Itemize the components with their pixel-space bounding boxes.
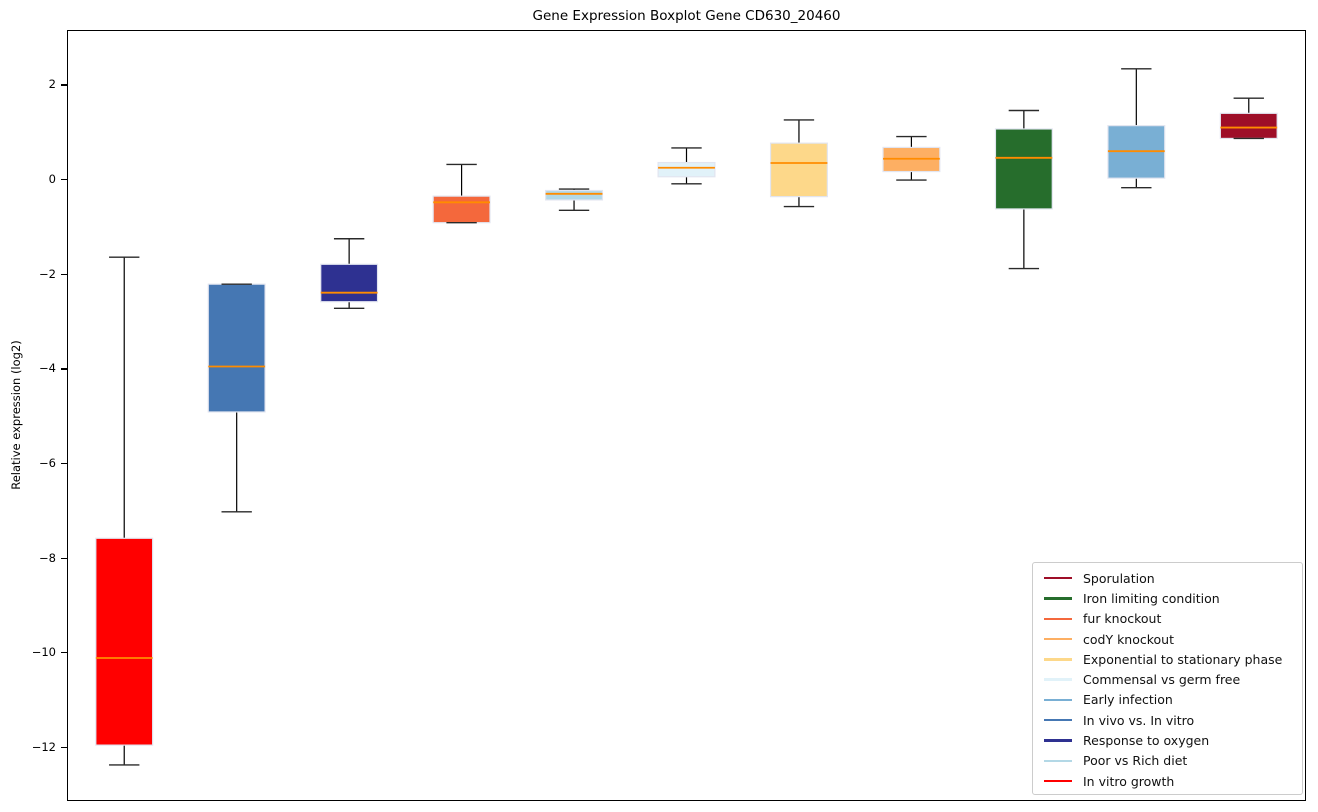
legend-swatch [1044, 678, 1072, 681]
legend-label: In vivo vs. In vitro [1083, 712, 1195, 728]
box-group-poor-vs-rich-diet [545, 188, 604, 212]
legend-swatch [1044, 576, 1072, 580]
legend-item: Poor vs Rich diet [1033, 751, 1302, 771]
y-tick-mark [61, 652, 67, 654]
legend-item: Sporulation [1033, 568, 1302, 588]
legend-item: Iron limiting condition [1033, 588, 1302, 608]
box-rect [432, 195, 491, 224]
legend-swatch [1044, 759, 1072, 763]
box-group-fur-knockout [432, 163, 491, 224]
box-rect [769, 142, 828, 198]
box-rect [320, 263, 379, 303]
y-tick-mark [61, 84, 67, 86]
boxplot-canvas [95, 68, 1278, 766]
legend-item: codY knockout [1033, 629, 1302, 649]
legend-swatch [1044, 617, 1072, 620]
y-tick-mark [61, 746, 67, 749]
legend-item: Early infection [1033, 690, 1302, 710]
box-group-exponential-to-stationary-phase [769, 119, 828, 208]
y-tick-label: −12 [31, 739, 56, 754]
legend-item: In vitro growth [1033, 771, 1302, 791]
legend-swatch [1044, 739, 1072, 742]
legend-item: In vivo vs. In vitro [1033, 710, 1302, 730]
y-tick-label: −6 [39, 455, 56, 470]
box-rect [994, 128, 1053, 210]
legend-item: fur knockout [1033, 609, 1302, 629]
box-group-commensal-vs-germ-free [657, 147, 716, 185]
y-tick-label: −8 [39, 550, 56, 565]
legend-label: Iron limiting condition [1083, 590, 1220, 606]
legend-swatch [1044, 719, 1072, 722]
legend-swatch [1044, 597, 1072, 600]
box-group-cody-knockout [882, 135, 941, 181]
y-tick-label: 0 [48, 172, 56, 187]
legend-item: Exponential to stationary phase [1033, 649, 1302, 669]
legend-label: Response to oxygen [1083, 733, 1210, 749]
box-group-sporulation [1219, 97, 1278, 140]
y-tick-label: −2 [39, 266, 56, 281]
box-group-in-vitro-growth [95, 256, 154, 766]
legend-label: Poor vs Rich diet [1083, 753, 1188, 769]
legend-label: Exponential to stationary phase [1083, 651, 1283, 667]
y-tick-mark [61, 179, 67, 181]
legend-item: Commensal vs germ free [1033, 669, 1302, 689]
box-rect [1219, 112, 1278, 140]
y-tick-mark [61, 368, 67, 370]
legend-label: codY knockout [1083, 631, 1175, 647]
y-tick-label: 2 [48, 77, 56, 92]
y-tick-mark [61, 557, 67, 559]
box-rect [657, 161, 716, 178]
box-group-early-infection [1107, 68, 1166, 189]
box-group-in-vivo-vs-in-vitro [207, 283, 266, 513]
legend-label: Sporulation [1083, 570, 1155, 586]
box-rect [207, 283, 266, 413]
legend-label: In vitro growth [1083, 773, 1175, 789]
chart-title: Gene Expression Boxplot Gene CD630_20460 [532, 8, 841, 24]
box-rect [95, 537, 154, 746]
legend-label: Early infection [1083, 692, 1173, 708]
legend-label: Commensal vs germ free [1083, 672, 1241, 688]
y-tick-label: −4 [39, 361, 56, 376]
box-group-iron-limiting-condition [994, 109, 1053, 270]
legend-swatch [1044, 658, 1072, 661]
box-rect [545, 189, 604, 201]
y-tick-mark [61, 462, 67, 465]
box-group-response-to-oxygen [320, 238, 379, 310]
legend-item: Response to oxygen [1033, 730, 1302, 750]
legend-swatch [1044, 698, 1072, 702]
legend-label: fur knockout [1083, 611, 1162, 627]
legend-swatch [1044, 637, 1072, 641]
legend-swatch [1044, 779, 1072, 783]
y-tick-mark [61, 273, 67, 275]
y-tick-label: −10 [31, 645, 56, 660]
